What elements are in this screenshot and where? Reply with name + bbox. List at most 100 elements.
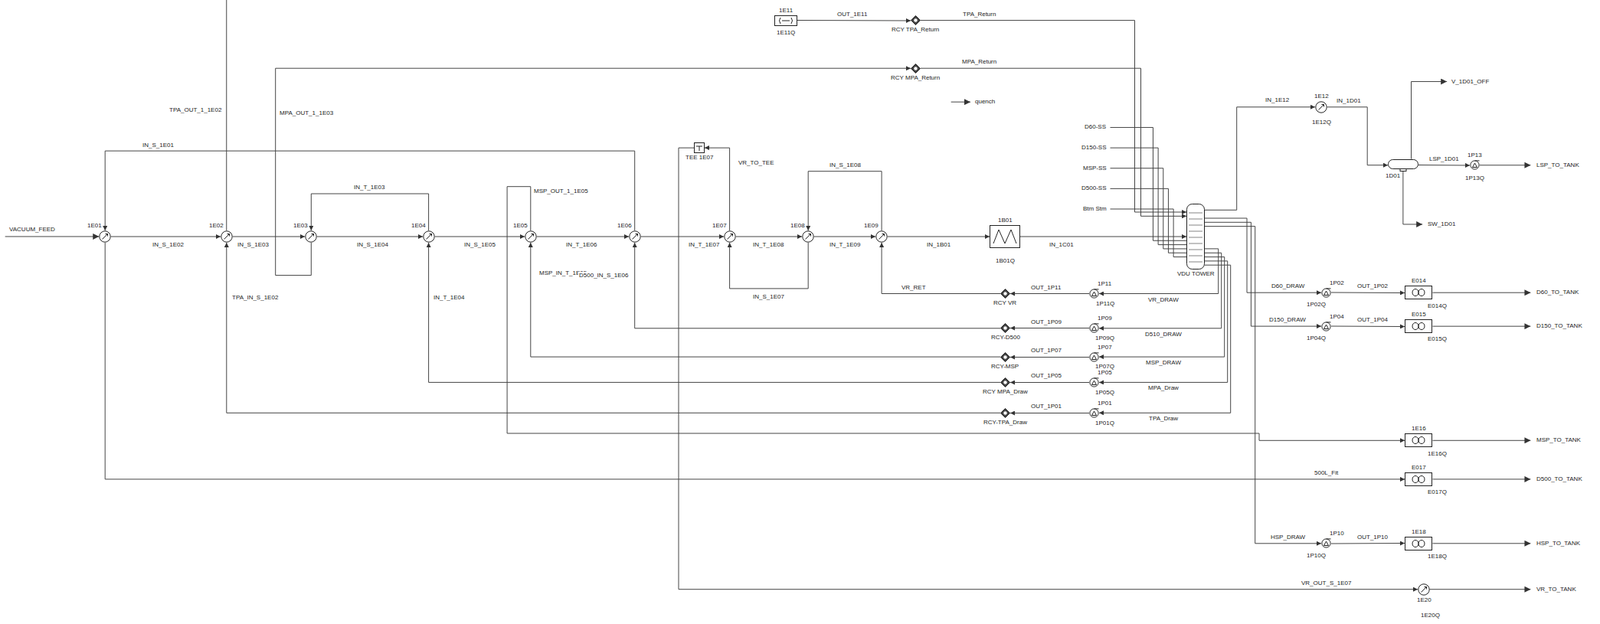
stream-line [1331,543,1405,545]
stream-line [1099,261,1228,383]
flash-drum: 1D01 [1387,159,1419,172]
stream-note: LSP_TO_TANK [1535,161,1581,170]
pipe-line [1433,326,1532,328]
stream-line [1327,107,1388,166]
recycle-symbol: RCY TPA_Return [910,15,921,26]
air-cooler: E014 [1404,285,1433,300]
stream-label: IN_T_1E09 [828,241,861,249]
equipment-tag: RCY-D500 [990,333,1021,342]
stream-note: 1P11Q [1095,300,1116,308]
stream-label: D150_DRAW [1268,316,1307,324]
stream-line [1010,382,1090,383]
stream-note: MSP_TO_TANK [1535,436,1582,445]
stream-label: OUT_1P04 [1356,316,1389,324]
air-cooler: E015 [1404,319,1433,334]
pipe-line [1110,147,1188,246]
stream-line [1010,327,1090,329]
stream-line [678,147,1418,590]
stream-label: IN_S_1E07 [752,293,786,302]
equipment-outline [628,230,642,243]
pipe-line [5,235,100,237]
stream-line [428,242,1001,383]
stream-label: OUT_1P01 [1030,402,1063,411]
stream-line [1418,164,1470,167]
equipment-outline [693,142,705,154]
equipment-tag: E014 [1410,277,1427,285]
equipment-tag: 1B01 [997,216,1014,225]
stream-label: D500_IN_S_1E06 [578,271,630,280]
stream-note: 1P01Q [1094,419,1116,428]
distillation-column: VDU TOWER [1186,203,1205,270]
equipment-tag: E015 [1410,310,1427,319]
stream-note: 1P10Q [1305,552,1327,560]
stream-line [1099,257,1225,358]
equipment-tag: RCY-MSP [990,363,1020,371]
stream-line [111,236,221,238]
stream-note: D500_TO_TANK [1535,475,1584,484]
equipment-outline [875,230,888,243]
stream-label: IN_S_1E04 [356,241,390,249]
pipe-line [1110,127,1188,241]
pipe-line [225,0,227,231]
tee-mixer: TEE 1E07 [693,142,705,154]
equipment-outline [524,230,537,243]
equipment-outline [1387,159,1419,172]
stream-note: 1E12Q [1311,118,1332,127]
stream-label: TPA_Draw [1148,415,1179,423]
equipment-tag: 1E09 [863,222,880,230]
stream-label: MPA_OUT_1_1E03 [278,109,334,118]
stream-label: IN_S_1E08 [828,161,862,170]
equipment-tag: 1D01 [1384,172,1401,180]
equipment-outline [1321,287,1332,298]
stream-label: LSP_1D01 [1428,155,1460,164]
equipment-outline [1000,377,1011,388]
stream-label: IN_1D01 [1335,97,1362,105]
equipment-tag: RCY MPA_Draw [981,388,1029,396]
stream-line [275,68,911,275]
equipment-tag: RCY-TPA_Draw [982,418,1028,427]
stream-note: Btm Stm [1082,205,1108,213]
equipment-outline [1417,583,1430,596]
heat-exchanger: 1E01 [98,230,112,243]
equipment-tag: 1P09 [1096,314,1113,323]
heat-exchanger: 1E20 [1417,583,1430,596]
stream-note: D60_TO_TANK [1535,288,1580,297]
equipment-outline [422,230,436,243]
air-cooler: 1E16 [1404,433,1433,448]
stream-line [310,193,429,231]
stream-label: OUT_1P05 [1030,372,1063,380]
pipe-line [1433,478,1532,480]
equipment-tag: 1E18 [1410,528,1427,537]
pipe-line [951,101,971,103]
stream-line [1331,326,1405,328]
equipment-outline [1404,433,1433,448]
stream-note: 1P04Q [1305,334,1327,343]
stream-label: HSP_DRAW [1269,533,1306,542]
stream-note: 1E18Q [1426,552,1448,561]
heat-exchanger: 1E05 [524,230,537,243]
equipment-outline [1000,288,1011,299]
stream-note: D150_TO_TANK [1535,322,1584,331]
stream-line [634,242,1001,329]
pump-symbol: 1P13 [1469,160,1480,171]
heat-exchanger: 1E04 [422,230,436,243]
stream-line [226,242,1001,413]
fired-heater: 1B01 [989,225,1021,249]
stream-label: IN_S_1E03 [236,241,270,249]
equipment-outline [1404,285,1433,300]
equipment-outline [220,230,233,243]
stream-note: 1P02Q [1305,301,1327,309]
stream-label: OUT_1E11 [836,10,868,19]
stream-label: IN_T_1E04 [432,294,465,302]
stream-line [814,236,876,238]
stream-line [808,171,882,231]
heat-exchanger: 1E09 [875,230,888,243]
stream-label: VR_RET [900,284,927,292]
equipment-outline [910,15,921,26]
equipment-tag: 1P04 [1328,313,1345,321]
equipment-outline [1186,203,1205,270]
equipment-tag: 1E06 [616,222,633,230]
equipment-tag: 1E02 [208,222,225,230]
